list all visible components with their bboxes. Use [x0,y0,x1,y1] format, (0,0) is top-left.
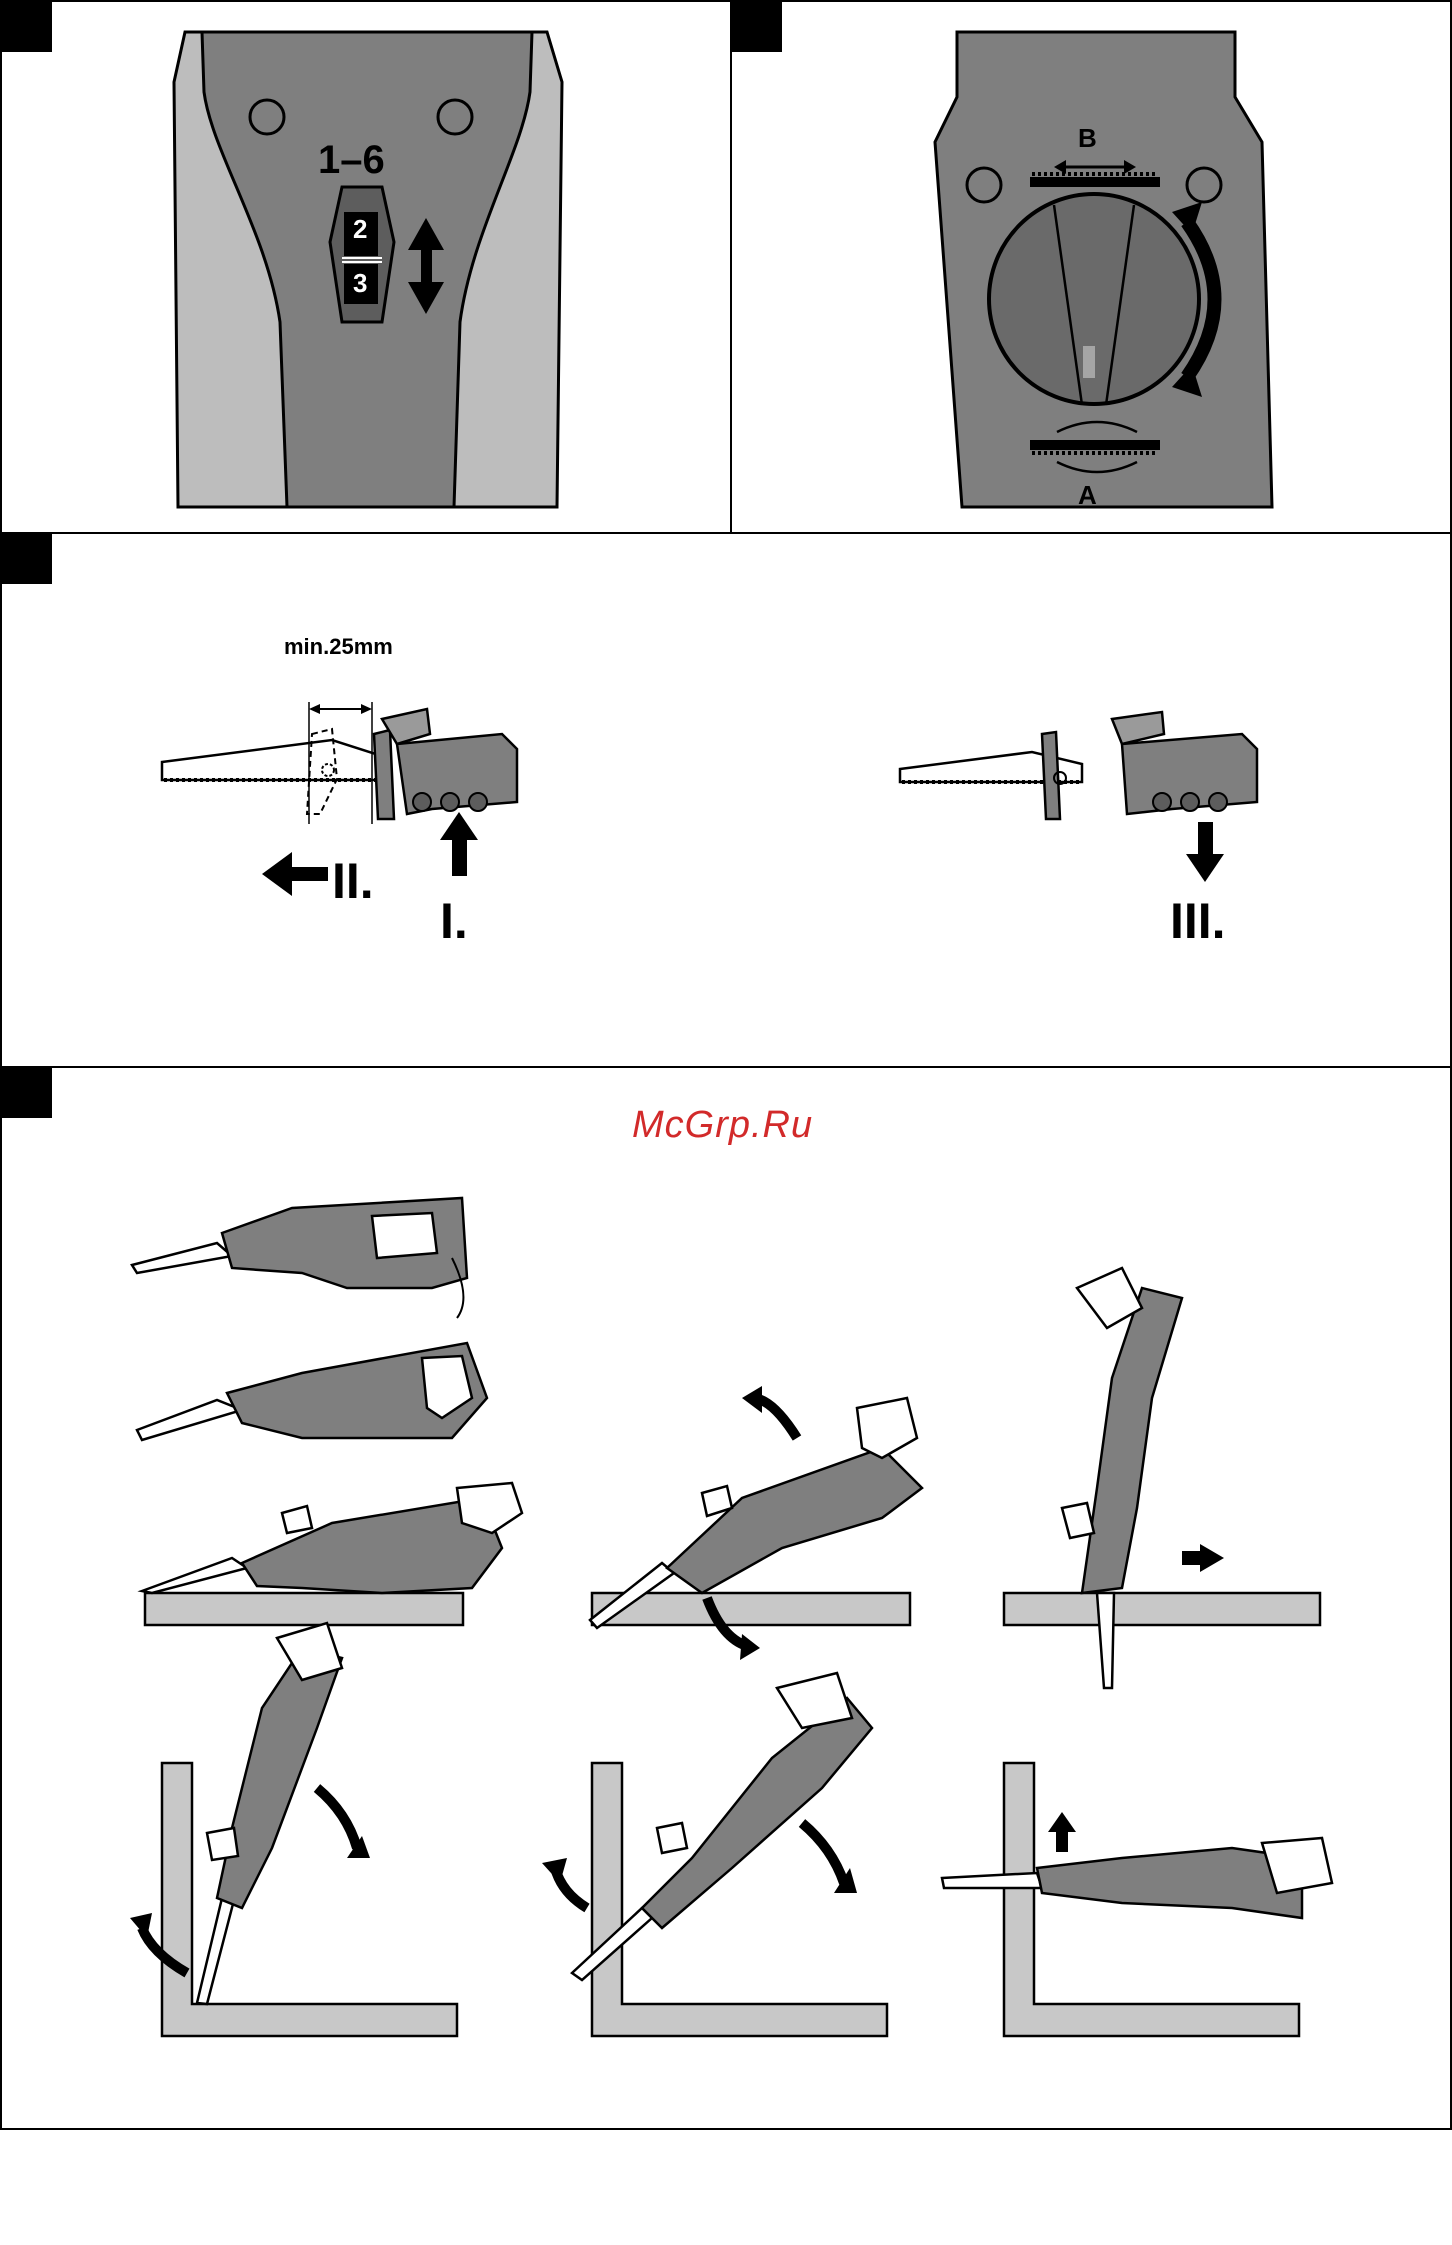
speed-range-label: 1–6 [318,138,385,183]
pendulum-dial-illustration [732,2,1452,536]
speed-selector-illustration [2,2,734,536]
min-distance-label: min.25mm [284,634,393,660]
step-three-label: III. [1170,892,1226,950]
direction-arrow-icon [1186,822,1224,882]
mode-b-label: B [1078,123,1097,154]
panel-blade-change: min.25mm II. I. III. [0,532,1452,1068]
saw-side-view [137,1343,487,1440]
direction-arrow-icon [1182,1544,1224,1572]
cutting-positions-illustration [2,1068,1452,2132]
saw-side-view [132,1198,467,1318]
saw-corner-view [197,1623,342,2004]
saw-flush-cut-view [942,1838,1332,1918]
blade-change-illustration [2,534,1452,1070]
step-two-label: II. [332,852,374,910]
panel-stroke-speed: 1–6 2 3 [0,0,732,534]
mode-a-label: A [1078,480,1097,511]
direction-arrow-icon [1048,1812,1076,1852]
step-one-label: I. [440,892,468,950]
dial-lower-number: 3 [353,268,367,299]
panel-cutting-positions: McGrp.Ru [0,1066,1452,2130]
saw-release-view [900,712,1257,819]
panel-pendulum-setting: B A [730,0,1452,534]
saw-insert-view [162,702,517,824]
saw-on-surface [142,1483,522,1593]
dial-upper-number: 2 [353,214,367,245]
